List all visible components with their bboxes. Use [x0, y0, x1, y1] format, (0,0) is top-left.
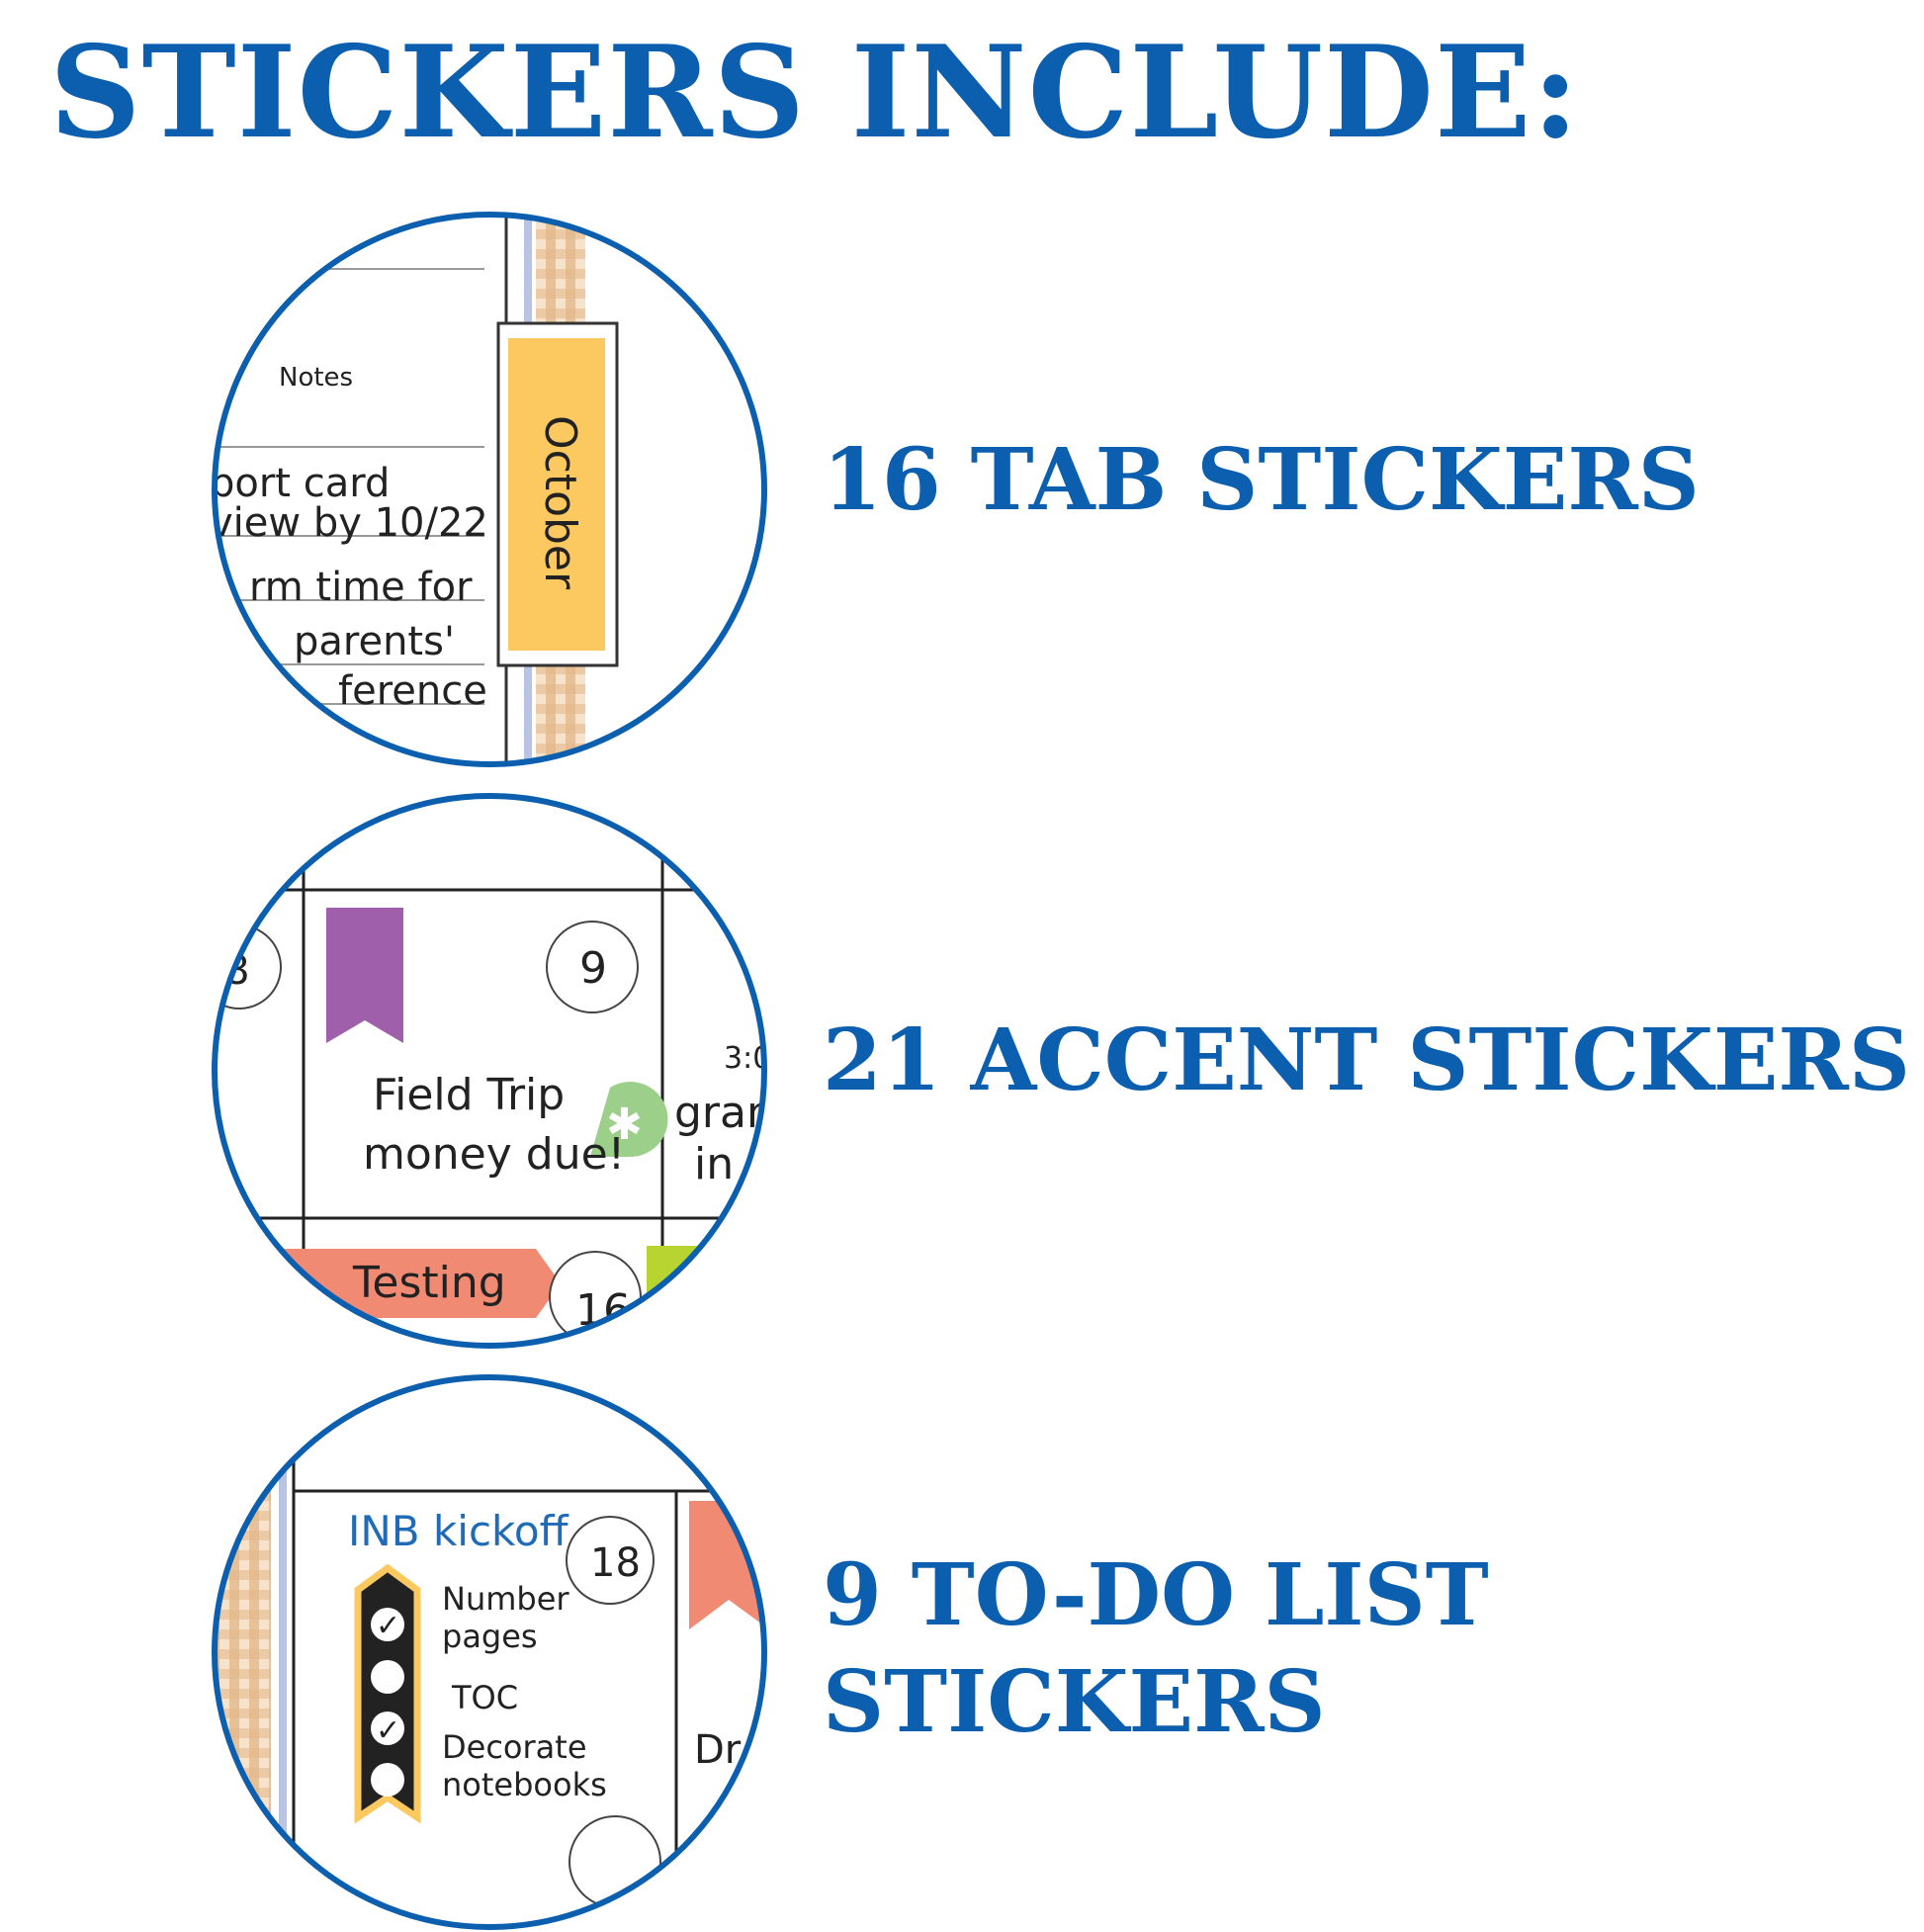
- side-time: 3:0: [724, 1041, 769, 1076]
- tab-line-5: ference: [338, 668, 487, 714]
- todo-task-1: Number: [442, 1580, 569, 1618]
- accent-stickers-label: 21 ACCENT STICKERS: [823, 1010, 1910, 1110]
- accent-note-line-2: money due!: [363, 1129, 625, 1180]
- todo-task-5: notebooks: [442, 1766, 607, 1803]
- asterisk-icon: ✱: [606, 1099, 643, 1150]
- tab-line-2: view by 10/22: [210, 500, 488, 546]
- tab-line-1: port card: [210, 461, 390, 506]
- todo-task-2: pages: [442, 1618, 538, 1655]
- day-number-9: 9: [579, 943, 607, 994]
- todo-stickers-label-line-1: 9 TO-DO LIST: [823, 1545, 1489, 1645]
- tab-line-4: parents': [294, 619, 455, 664]
- todo-stickers-label: 9 TO-DO LIST STICKERS: [823, 1542, 1489, 1755]
- day-number-18: 18: [590, 1540, 641, 1586]
- check-icon: ✓: [376, 1609, 400, 1643]
- testing-banner-text: Testing: [352, 1258, 506, 1308]
- accent-sticker-sample: 8 9 ✱ Field Trip money due! 3:0 grand in…: [212, 793, 769, 1349]
- side-line-1: grand: [674, 1088, 769, 1138]
- tab-sticker-sample: Notes port card view by 10/22 rm time fo…: [210, 212, 767, 767]
- todo-task-4: Decorate: [442, 1728, 587, 1766]
- notes-label: Notes: [279, 363, 353, 393]
- tab-stickers-label: 16 TAB STICKERS: [823, 430, 1700, 530]
- page-title: STICKERS INCLUDE:: [49, 19, 1580, 167]
- accent-note-line-1: Field Trip: [373, 1070, 565, 1120]
- tab-sticker-text: October: [535, 415, 585, 590]
- todo-side-text: Dr: [694, 1727, 742, 1773]
- todo-stickers-label-line-2: STICKERS: [823, 1651, 1326, 1752]
- tab-line-3: rm time for: [249, 565, 473, 610]
- side-line-2: in: [694, 1139, 734, 1189]
- todo-heading: INB kickoff: [348, 1507, 569, 1555]
- todo-sticker-sample: INB kickoff 18 ✓ ✓ Number pages TOC Deco…: [212, 1374, 767, 1930]
- todo-task-3: TOC: [451, 1679, 518, 1716]
- check-icon: ✓: [376, 1713, 400, 1748]
